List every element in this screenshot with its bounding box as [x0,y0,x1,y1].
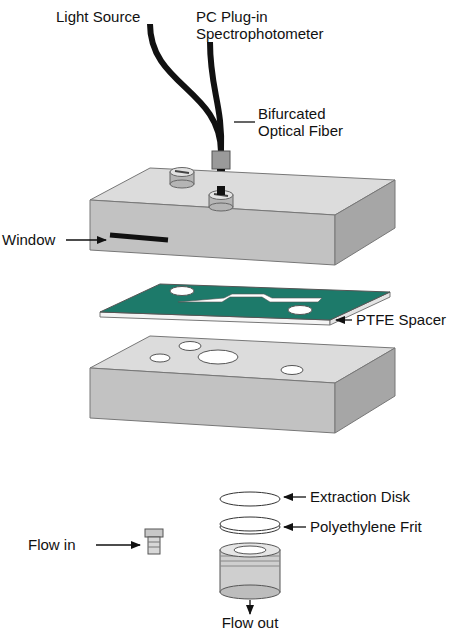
lower-block-side [335,348,395,433]
label-text: Polyethylene Frit [310,518,474,535]
top-block-front [90,200,335,265]
label-text: PC Plug-in Spectrophotometer [196,8,336,42]
label-text: Light Source [56,8,166,25]
label-text: Flow out [205,614,295,631]
fiber-light [150,24,221,152]
port-hole [281,366,303,375]
flow-arrow [249,600,250,614]
leader-arrow [96,544,140,545]
label-text: Flow in [28,536,98,553]
port-hole [150,354,170,362]
leader-arrow [284,526,306,527]
leader-arrow [336,319,352,320]
lower-block-front [90,368,335,433]
window-bar [110,235,168,240]
leader-arrow [284,496,306,497]
fiber-junction [212,151,230,169]
port-hole [198,350,238,364]
leader-line [234,121,255,122]
fiber-lead [217,186,225,195]
spacer-channel [178,294,322,302]
label-text: Bifurcated Optical Fiber [258,105,363,139]
inlet-fitting [145,529,163,554]
port-hole [179,342,201,351]
spacer-hole [170,287,194,296]
top-block-side [335,180,395,265]
leader-arrow [66,239,106,240]
spacer-hole [288,306,312,315]
extraction-disk [220,492,280,506]
label-text: Window [2,231,72,248]
screw [170,168,194,189]
outlet-fitting [220,543,280,599]
label-text: PTFE Spacer [356,311,471,328]
spacer-sheet [100,284,390,320]
fiber-spectro [210,42,221,152]
frit [220,517,280,531]
label-text: Extraction Disk [310,488,470,505]
